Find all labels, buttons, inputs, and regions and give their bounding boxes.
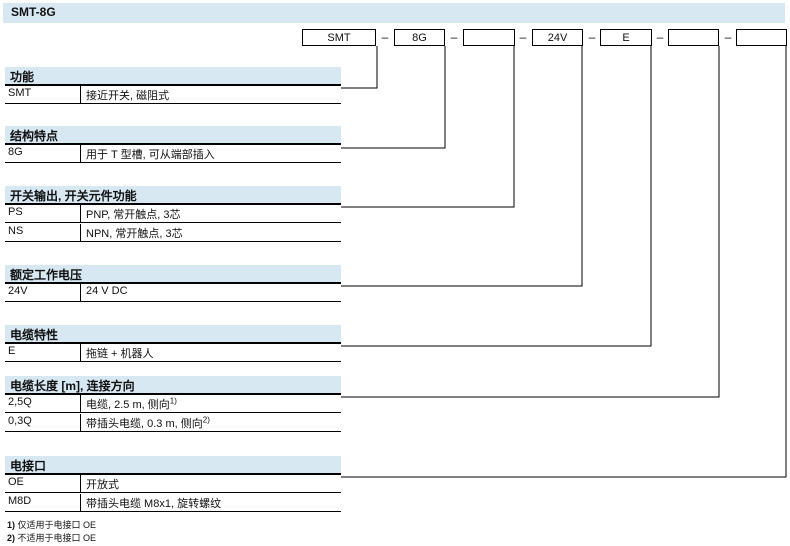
option-desc: 用于 T 型槽, 可从端部插入	[86, 149, 215, 161]
option-desc: 拖链 + 机器人	[86, 348, 154, 360]
connector-line-switch-output	[341, 46, 515, 208]
code-box-electrical-connection	[736, 29, 787, 46]
table-row: OE 开放式	[5, 475, 341, 493]
code-box-cable-property: E	[600, 29, 652, 46]
dash: –	[724, 30, 732, 44]
code-box-cable-length	[668, 29, 719, 46]
option-desc: 接近开关, 磁阻式	[86, 90, 170, 102]
section-header-cable-length: 电缆长度 [m], 连接方向	[5, 376, 341, 395]
title-bar: SMT-8G	[3, 3, 785, 23]
table-row: 2,5Q 电缆, 2.5 m, 侧向1)	[5, 395, 341, 413]
dash: –	[656, 30, 664, 44]
table-row: E 拖链 + 机器人	[5, 344, 341, 362]
dash: –	[588, 30, 596, 44]
table-row: PS PNP, 常开触点, 3芯	[5, 205, 341, 223]
option-code: 0,3Q	[8, 415, 32, 427]
option-desc: NPN, 常开触点, 3芯	[86, 228, 183, 240]
section-header-design: 结构特点	[5, 126, 341, 145]
option-code: SMT	[8, 87, 32, 99]
table-row: NS NPN, 常开触点, 3芯	[5, 224, 341, 242]
option-code: 24V	[8, 285, 28, 297]
table-row: M8D 带插头电缆 M8x1, 旋转螺纹	[5, 494, 341, 512]
footnote-ref: 1)	[169, 396, 177, 406]
option-code: PS	[8, 206, 23, 218]
option-desc: PNP, 常开触点, 3芯	[86, 209, 181, 221]
table-row: 0,3Q 带插头电缆, 0.3 m, 侧向2)	[5, 414, 341, 432]
connector-line-function	[341, 46, 378, 89]
footnote-ref: 2)	[202, 415, 210, 425]
option-desc: 24 V DC	[86, 285, 128, 297]
code-box-design: 8G	[394, 29, 445, 46]
dash: –	[519, 30, 527, 44]
table-row: 24V 24 V DC	[5, 284, 341, 302]
option-code: NS	[8, 225, 24, 237]
option-code: OE	[8, 476, 24, 488]
connector-line-electrical-connection	[341, 46, 787, 478]
section-header-switch-output: 开关输出, 开关元件功能	[5, 186, 341, 205]
connector-line-voltage	[341, 46, 583, 287]
dash: –	[450, 30, 458, 44]
code-box-voltage: 24V	[532, 29, 583, 46]
connector-line-cable-length	[341, 46, 720, 398]
option-code: E	[8, 345, 16, 357]
option-desc: 开放式	[86, 479, 119, 491]
section-header-function: 功能	[5, 67, 341, 86]
page-title: SMT-8G	[11, 5, 56, 19]
option-code: 2,5Q	[8, 396, 32, 408]
option-code: M8D	[8, 495, 32, 507]
option-desc: 带插头电缆, 0.3 m, 侧向2)	[86, 415, 210, 430]
section-header-electrical-connection: 电接口	[5, 456, 341, 475]
table-row: SMT 接近开关, 磁阻式	[5, 86, 341, 104]
dash: –	[381, 30, 389, 44]
connector-line-cable-property	[341, 46, 652, 347]
connector-line-design	[341, 46, 446, 149]
option-code: 8G	[8, 146, 23, 158]
table-row: 8G 用于 T 型槽, 可从端部插入	[5, 145, 341, 163]
footnote-1: 1) 仅适用于电接口 OE	[7, 520, 97, 530]
section-header-cable-property: 电缆特性	[5, 325, 341, 344]
footnote-2: 2) 不适用于电接口 OE	[7, 533, 97, 543]
code-box-switch-output	[463, 29, 515, 46]
code-box-function: SMT	[302, 29, 376, 46]
section-header-voltage: 额定工作电压	[5, 265, 341, 284]
option-desc: 带插头电缆 M8x1, 旋转螺纹	[86, 498, 222, 510]
option-desc: 电缆, 2.5 m, 侧向1)	[86, 396, 177, 411]
